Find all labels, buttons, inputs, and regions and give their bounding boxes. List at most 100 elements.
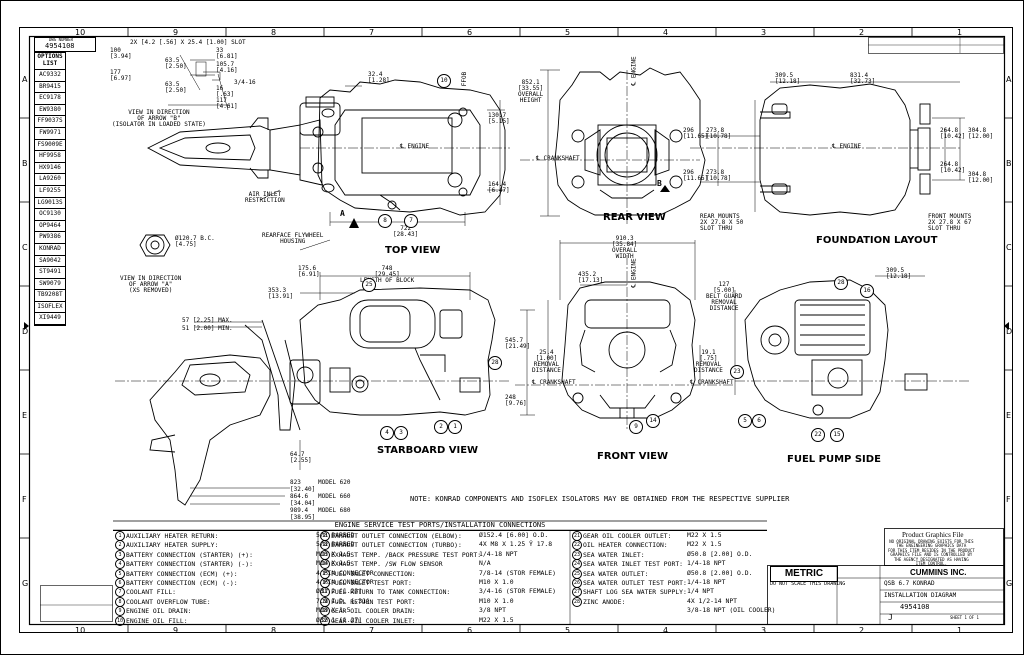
rear-mounts-note: REAR MOUNTS 2X 27.8 X 50 SLOT THRU xyxy=(700,213,744,232)
callout: 10 xyxy=(437,74,451,88)
connection-label: SEA WATER INLET: xyxy=(583,550,645,559)
item-number: 28 xyxy=(572,596,582,607)
connection-label: FUEL RETURN TEST PORT: xyxy=(331,597,416,606)
connection-label: BATTERY CONNECTION (ECM) (-): xyxy=(126,579,238,587)
dim-note: 304.8 [12.00] xyxy=(968,127,994,140)
option-code: PW9386 xyxy=(35,232,65,244)
air-inlet-note: AIR INLET RESTRICTION xyxy=(245,191,285,204)
dim-note: 264.8 [10.42] xyxy=(940,161,966,174)
connection-label: FUEL INLET CONNECTION: xyxy=(331,569,416,578)
dim-note: 264.8 [10.42] xyxy=(940,127,966,140)
connection-label: ZINC ANODE: xyxy=(583,597,626,606)
connection-label: EXHAUST OUTLET CONNECTION (TURBO): xyxy=(331,541,462,550)
dim-note: 51 [2.00] MIN. xyxy=(182,325,233,332)
connection-value: 7/8-14 (STOR FEMALE) xyxy=(479,568,556,577)
supplier-note: NOTE: KONRAD COMPONENTS AND ISOFLEX ISOL… xyxy=(410,495,790,503)
connection-value: 3/4-16 (STOR FEMALE) xyxy=(479,587,556,596)
sheet-number: SHEET 1 OF 1 xyxy=(950,615,979,620)
model-name: MODEL 680 xyxy=(318,507,351,514)
engine-name: QSB 6.7 KONRAD xyxy=(884,580,935,587)
connection-label: ENGINE OIL DRAIN: xyxy=(126,607,192,616)
option-code: AC9332 xyxy=(35,70,65,82)
option-code: ST9491 xyxy=(35,267,65,279)
dim-note: 63.5 [2.50] xyxy=(165,57,187,70)
dim-note: 304.8 [12.00] xyxy=(968,171,994,184)
options-list-header: OPTIONS LIST xyxy=(35,53,65,70)
section-arrow-a: A xyxy=(340,209,345,218)
callout: 6 xyxy=(752,414,766,428)
option-code: ISOFLEX xyxy=(35,302,65,314)
callout: 9 xyxy=(629,420,643,434)
crankshaft-label: ℄ CRANKSHAFT xyxy=(690,379,734,386)
option-code: FS9009E xyxy=(35,140,65,152)
view-title-starboard: STARBOARD VIEW xyxy=(377,445,479,456)
dim-note: 248 [9.76] xyxy=(505,394,527,407)
option-code: LA9260 xyxy=(35,174,65,186)
option-code: SA9042 xyxy=(35,256,65,268)
callout: 15 xyxy=(830,428,844,442)
dim-note: 164.4 [6.47] xyxy=(488,181,510,194)
inner-frame xyxy=(28,35,1006,626)
document-number: 4954108 xyxy=(900,603,930,611)
dim-note: 722 [28.43] xyxy=(393,225,419,238)
callout: 23 xyxy=(730,365,744,379)
dim-note: 177 [6.97] xyxy=(110,69,132,82)
callout: 2 xyxy=(434,420,448,434)
zone-label: F xyxy=(22,495,27,504)
connection-value: 3/8 NPT xyxy=(479,606,506,615)
zone-label: E xyxy=(22,411,28,420)
connection-label: SHAFT LOG SEA WATER SUPPLY: xyxy=(583,588,687,597)
connection-label: GEAR OIL COOLER OUTLET: xyxy=(583,532,672,540)
connection-value: 1/4-18 NPT xyxy=(687,559,726,568)
option-code: BR9415 xyxy=(35,82,65,94)
dim-note: Ø120.7 B.C. [4.75] xyxy=(175,235,215,248)
connection-label: GEAR OIL COOLER DRAIN: xyxy=(331,607,416,616)
drawing-number-label: DWG NUMBER xyxy=(49,37,74,42)
callout: 22 xyxy=(811,428,825,442)
fuel-pump-side-engine xyxy=(744,279,928,419)
option-code: SW9079 xyxy=(35,279,65,291)
model-dims: 864.6 [34.04] xyxy=(290,493,316,507)
ffob-label: FFOB xyxy=(461,71,469,87)
zone-label: 8 xyxy=(271,28,277,37)
rearface-note: REARFACE FLYWHEEL HOUSING xyxy=(262,232,324,245)
zone-label: A xyxy=(1006,75,1012,84)
dim-note: 16 [.63] xyxy=(216,85,235,98)
dim-note: 296 [11.65] xyxy=(683,127,709,140)
zone-label: 6 xyxy=(467,28,473,37)
dim-note: 353.3 [13.91] xyxy=(268,287,294,300)
zone-label: 9 xyxy=(173,626,179,635)
view-a-flange xyxy=(139,234,171,257)
dim-note: 64.7 [2.55] xyxy=(290,451,312,464)
connection-label: COOLANT FILL: xyxy=(126,588,177,597)
dim-note: 105.7 [4.16] xyxy=(216,61,238,74)
dim-note: 309.5 [12.18] xyxy=(775,72,801,85)
front-view-engine xyxy=(561,281,696,419)
dim-note: 435.2 [17.13] xyxy=(578,271,604,284)
connection-value: M22 X 1.5 xyxy=(479,615,514,624)
connection-value: M10 X 1.0 xyxy=(479,596,514,605)
connection-value: M10 X 1.0 xyxy=(479,578,514,586)
crankshaft-label: ℄ CRANKSHAFT xyxy=(532,379,576,386)
service-table-title: ENGINE SERVICE TEST PORTS/INSTALLATION C… xyxy=(113,521,767,531)
option-code: LG9013S xyxy=(35,198,65,210)
engine-centerline-label: ℄ ENGINE xyxy=(630,258,638,288)
zone-label: D xyxy=(1006,327,1013,336)
connection-value: 1/4-18 NPT xyxy=(687,578,726,586)
connection-label: ENGINE OIL FILL: xyxy=(126,616,188,625)
zone-label: B xyxy=(22,159,28,168)
zone-label: 2 xyxy=(859,28,865,37)
connection-value: 4X 1/2-14 NPT 3/8-18 NPT (OIL COOLER) xyxy=(687,596,776,614)
connection-value: 1/4 NPT xyxy=(687,587,714,596)
front-mounts-note: FRONT MOUNTS 2X 27.8 X 67 SLOT THRU xyxy=(928,213,972,232)
dim-note: 545.7 [21.49] xyxy=(505,337,531,350)
zone-label: 10 xyxy=(75,28,86,37)
connection-value: Ø50.8 [2.00] O.D. xyxy=(687,549,753,558)
connection-label: SEA WATER INLET TEST PORT: xyxy=(583,560,684,569)
option-code: XI9449 xyxy=(35,313,65,326)
dim-note: 309.5 [12.18] xyxy=(886,267,912,280)
